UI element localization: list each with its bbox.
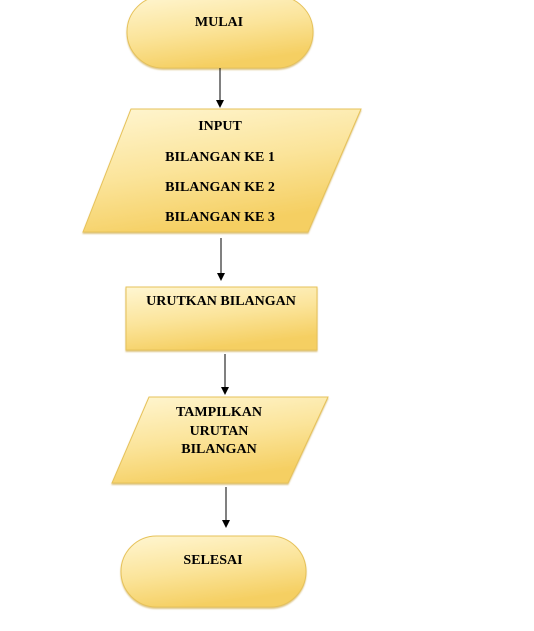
output-line-3: BILANGAN — [181, 442, 256, 457]
input-line-4: BILANGAN KE 3 — [165, 210, 275, 225]
end-shape — [120, 535, 307, 608]
start-label: MULAI — [195, 15, 243, 30]
output-line-1: TAMPILKAN — [176, 405, 262, 420]
input-line-2: BILANGAN KE 1 — [165, 150, 275, 165]
input-shape — [82, 108, 362, 233]
process-box: URUTKAN BILANGAN — [125, 286, 318, 351]
process-label: URUTKAN BILANGAN — [146, 294, 296, 309]
input-line-3: BILANGAN KE 2 — [165, 180, 275, 195]
output-shape — [111, 396, 329, 484]
output-line-2: URUTAN — [190, 424, 249, 439]
process-shape — [125, 286, 318, 351]
input-parallelogram: INPUT BILANGAN KE 1 BILANGAN KE 2 BILANG… — [82, 108, 362, 233]
end-label: SELESAI — [183, 553, 242, 568]
end-terminator: SELESAI — [120, 535, 307, 608]
start-terminator: MULAI — [126, 0, 314, 69]
start-shape — [126, 0, 314, 69]
output-parallelogram: TAMPILKAN URUTAN BILANGAN — [111, 396, 329, 484]
input-line-1: INPUT — [198, 119, 242, 134]
